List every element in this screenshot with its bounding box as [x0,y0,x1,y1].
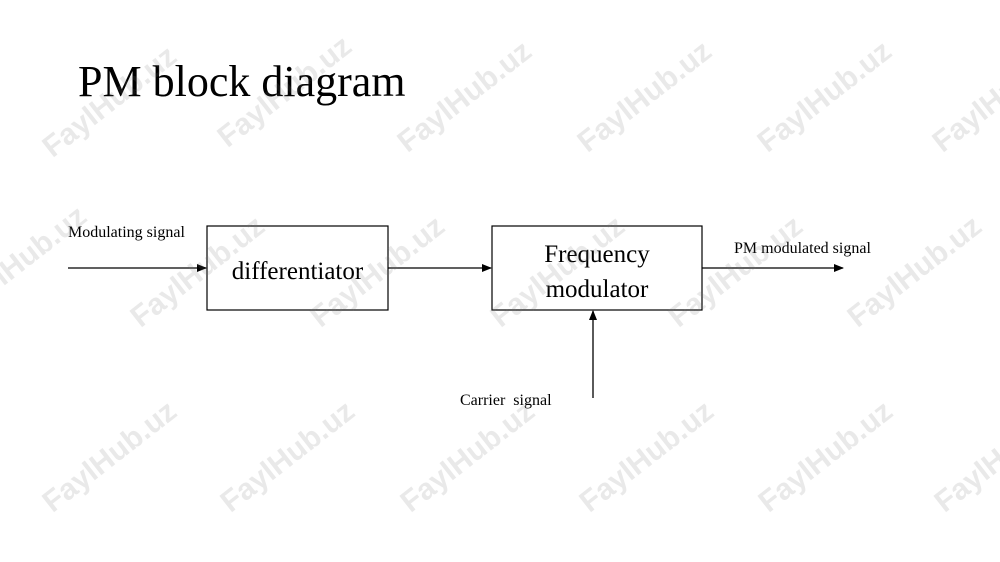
frequency-modulator-block [491,225,703,311]
differentiator-block [206,225,389,311]
frequency-modulator-label-line1: Frequency [544,241,650,268]
carrier-signal-label: Carrier signal [460,392,552,409]
differentiator-label: differentiator [232,258,364,285]
frequency-modulator-label-line2: modulator [546,276,649,303]
modulating-signal-label: Modulating signal [68,224,185,241]
pm-output-label: PM modulated signal [734,240,871,257]
page-title: PM block diagram [78,57,406,106]
